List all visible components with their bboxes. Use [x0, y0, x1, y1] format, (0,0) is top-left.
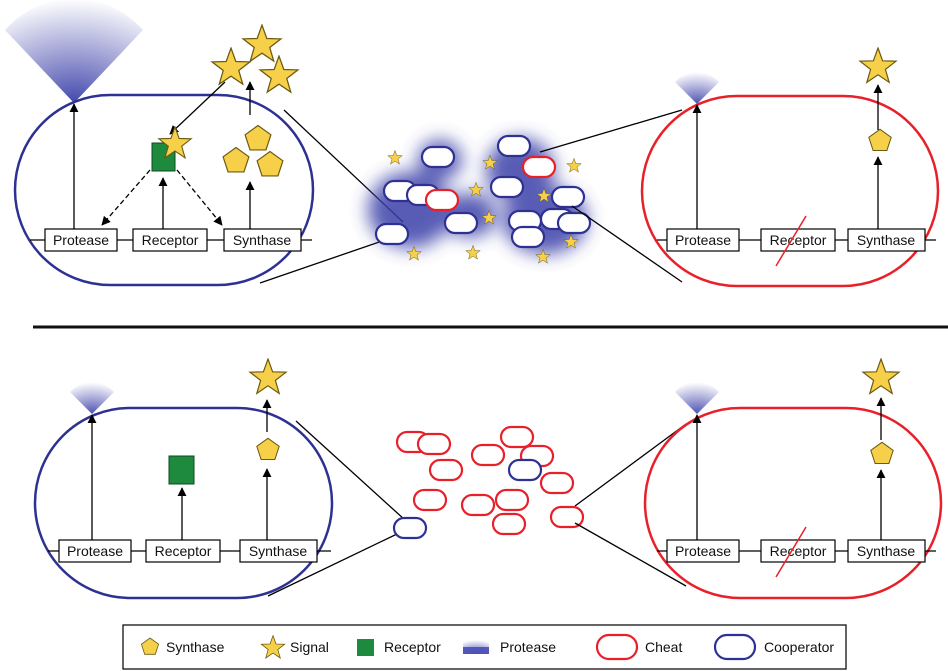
legend: Synthase Signal Receptor Protease Cheat …	[122, 624, 847, 670]
cheat-cell	[499, 425, 535, 449]
synthase-pentagon	[256, 150, 284, 177]
signal-star	[566, 158, 582, 173]
arrow	[169, 81, 226, 135]
signal-star	[406, 246, 422, 261]
legend-label: Receptor	[384, 639, 441, 655]
cooperator-cell	[550, 185, 586, 209]
cooperator-cell-zoomed	[33, 406, 334, 600]
cooperator-cell	[489, 175, 525, 199]
gene-receptor: Receptor	[145, 539, 221, 563]
gene-protease: Protease	[44, 228, 118, 252]
cheat-cell	[424, 188, 460, 212]
cheat-cell	[428, 458, 464, 482]
synthase-pentagon	[870, 441, 894, 465]
legend-label: Synthase	[166, 639, 225, 655]
gene-protease: Protease	[666, 228, 740, 252]
cheat-cell	[470, 443, 506, 467]
gene-label: Receptor	[770, 543, 827, 559]
zoom-line	[571, 205, 683, 283]
signal-star	[259, 55, 299, 93]
signal-star	[387, 150, 403, 165]
signal-star	[211, 47, 251, 85]
gene-label: Receptor	[155, 543, 212, 559]
zoom-line	[259, 239, 386, 284]
protease-cone-small	[70, 382, 114, 414]
cheat-icon	[595, 633, 639, 661]
dashed-arrow	[176, 169, 223, 226]
gene-protease: Protease	[58, 539, 132, 563]
gene-protease: Protease	[666, 539, 740, 563]
gene-synthase: Synthase	[847, 539, 926, 563]
zoom-line	[267, 533, 398, 597]
cheat-cell	[549, 505, 585, 529]
zoom-line	[539, 109, 683, 153]
gene-label: Protease	[53, 232, 109, 248]
zoom-line	[574, 522, 687, 587]
cheat-cell	[494, 488, 530, 512]
protease-cone-large	[5, 0, 143, 103]
gene-label: Protease	[67, 543, 123, 559]
cooperator-cell	[507, 458, 543, 482]
cheat-cell-zoomed	[643, 406, 943, 600]
gene-label: Synthase	[233, 232, 292, 248]
legend-label: Cheat	[645, 639, 682, 655]
gene-label: Synthase	[857, 543, 916, 559]
knockout-slash	[775, 215, 807, 267]
cheat-cell	[412, 488, 448, 512]
receptor-icon	[357, 639, 374, 656]
protease-cone-small	[675, 382, 719, 414]
cheat-cell	[491, 512, 527, 536]
legend-label: Protease	[500, 639, 556, 655]
cooperator-cell	[443, 211, 479, 235]
dashed-arrow	[101, 169, 151, 226]
gene-receptor-mutated: Receptor	[760, 215, 836, 267]
cooperator-cell	[510, 225, 546, 249]
gene-label: Synthase	[249, 543, 308, 559]
legend-label: Signal	[290, 639, 329, 655]
protease-cone-small	[675, 72, 719, 104]
gene-label: Protease	[675, 232, 731, 248]
signal-star	[862, 358, 900, 394]
gene-receptor: Receptor	[132, 228, 208, 252]
gene-label: Receptor	[142, 232, 199, 248]
gene-label: Protease	[675, 543, 731, 559]
cooperator-cell-zoomed	[13, 93, 315, 287]
gene-receptor-mutated: Receptor	[760, 526, 836, 578]
top-panel: Protease Receptor Synthase	[5, 0, 940, 288]
signal-star	[859, 47, 897, 84]
bottom-panel: Protease Receptor Synthase	[33, 358, 943, 600]
legend-label: Cooperator	[764, 639, 834, 655]
knockout-slash	[775, 526, 807, 578]
gene-label: Synthase	[857, 232, 916, 248]
cooperator-cell	[392, 516, 428, 540]
signal-star	[465, 245, 481, 260]
synthase-pentagon	[222, 146, 250, 173]
cooperator-cell	[420, 145, 456, 169]
cheat-cell	[460, 493, 496, 517]
cheat-cell	[416, 432, 452, 456]
cooperator-cell	[496, 134, 532, 158]
cooperator-cell	[374, 222, 410, 246]
cooperator-cell	[556, 211, 592, 235]
signal-star	[249, 358, 287, 394]
population-low-density	[392, 425, 585, 540]
gene-synthase: Synthase	[223, 228, 302, 252]
cheat-cell	[521, 155, 557, 179]
zoom-line	[295, 420, 406, 521]
cheat-cell	[539, 471, 575, 495]
zoom-line	[574, 423, 687, 507]
receptor-square	[168, 455, 195, 485]
cheat-cell-zoomed	[640, 94, 940, 288]
gene-synthase: Synthase	[847, 228, 926, 252]
synthase-pentagon	[244, 124, 272, 151]
protease-icon-base	[463, 647, 489, 654]
synthase-pentagon	[256, 437, 280, 461]
population-quorum	[368, 134, 592, 264]
gene-label: Receptor	[770, 232, 827, 248]
synthase-pentagon	[868, 128, 892, 152]
signal-star	[242, 24, 282, 62]
cooperator-icon	[713, 633, 757, 661]
gene-synthase: Synthase	[239, 539, 318, 563]
